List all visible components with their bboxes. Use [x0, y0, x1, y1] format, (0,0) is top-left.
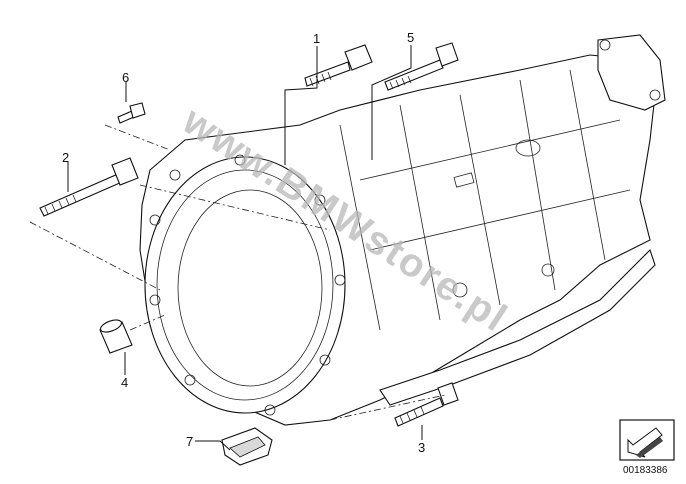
transmission-housing [139, 34, 666, 426]
clip-part-7 [195, 427, 273, 466]
bolt-part-3 [329, 382, 459, 440]
bolt-part-1 [284, 44, 373, 165]
callout-1: 1 [313, 31, 320, 46]
callout-3: 3 [418, 440, 425, 455]
callout-6: 6 [122, 70, 129, 85]
orientation-arrow-icon [619, 419, 675, 461]
callout-4: 4 [121, 375, 128, 390]
callout-labels: 1 2 3 4 5 6 7 [62, 30, 425, 455]
callout-2: 2 [62, 150, 69, 165]
bolt-part-2 [29, 157, 331, 291]
image-code: 00183386 [623, 465, 668, 476]
callout-7: 7 [186, 434, 193, 449]
screw-part-6 [104, 82, 171, 151]
bolt-part-5 [371, 42, 459, 160]
bushing-part-4 [99, 314, 166, 375]
callout-5: 5 [407, 30, 414, 45]
